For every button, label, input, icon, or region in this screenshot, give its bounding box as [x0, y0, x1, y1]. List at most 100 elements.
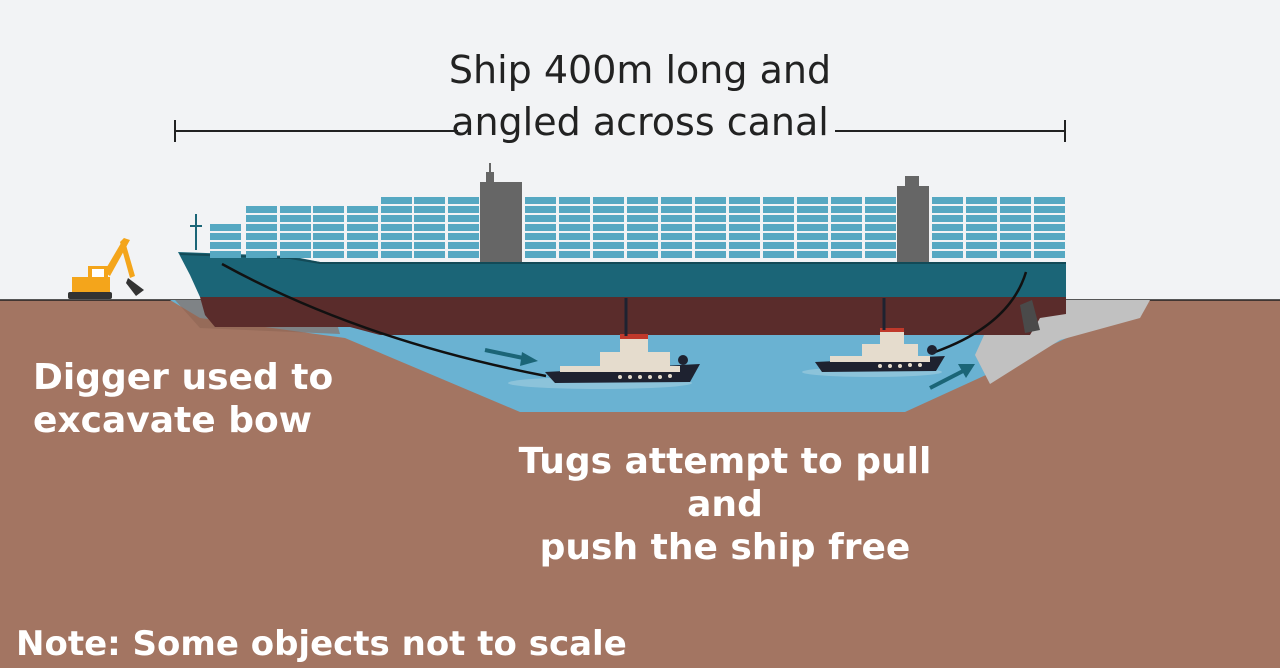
container [729, 197, 760, 204]
container [1034, 233, 1065, 240]
container [559, 215, 590, 222]
title-line-2: angled across canal [451, 100, 829, 144]
container [1034, 215, 1065, 222]
container [661, 242, 692, 249]
container [865, 233, 896, 240]
container [414, 251, 445, 258]
container [966, 224, 997, 231]
container [1034, 206, 1065, 213]
tugs-label: Tugs attempt to pull and push the ship f… [480, 440, 970, 570]
container [831, 197, 862, 204]
container [932, 233, 963, 240]
container [448, 206, 479, 213]
container [695, 224, 726, 231]
container [661, 233, 692, 240]
container [448, 242, 479, 249]
container [1034, 242, 1065, 249]
container [797, 206, 828, 213]
container [246, 224, 277, 231]
container [559, 251, 590, 258]
container [347, 206, 378, 213]
tugs-label-line-2: push the ship free [539, 527, 911, 569]
container [593, 233, 624, 240]
container [313, 251, 344, 258]
container [593, 206, 624, 213]
container [865, 251, 896, 258]
container [1000, 242, 1031, 249]
container [627, 242, 658, 249]
container [661, 251, 692, 258]
container [627, 206, 658, 213]
ground [0, 300, 1280, 668]
container [932, 224, 963, 231]
digger-label-line-2: excavate bow [33, 400, 312, 442]
container [695, 251, 726, 258]
container [865, 224, 896, 231]
container [414, 242, 445, 249]
container [763, 206, 794, 213]
container [865, 242, 896, 249]
container [593, 215, 624, 222]
container [1000, 233, 1031, 240]
container [627, 251, 658, 258]
tow-line-right [934, 271, 1028, 354]
container [695, 233, 726, 240]
container [381, 251, 412, 258]
length-dimension [174, 120, 1066, 142]
bow-mast [190, 214, 202, 250]
container [210, 242, 241, 249]
digger-icon [68, 238, 144, 299]
engine-tower [897, 176, 929, 262]
ship-hull-bottom [200, 297, 1066, 335]
container [966, 206, 997, 213]
tugs-label-line-1: Tugs attempt to pull and [518, 441, 932, 526]
container [381, 215, 412, 222]
container [210, 233, 241, 240]
tug-boat-left [508, 298, 700, 389]
container [797, 233, 828, 240]
container [414, 206, 445, 213]
container [661, 206, 692, 213]
container [729, 224, 760, 231]
container [559, 206, 590, 213]
container [381, 224, 412, 231]
container [525, 242, 556, 249]
container [313, 215, 344, 222]
container [280, 224, 311, 231]
container [525, 251, 556, 258]
bridge-tower [480, 163, 522, 262]
container [627, 224, 658, 231]
container [831, 233, 862, 240]
container [695, 242, 726, 249]
container [695, 197, 726, 204]
container [525, 224, 556, 231]
digger-label: Digger used to excavate bow [33, 356, 333, 442]
container [797, 215, 828, 222]
container [347, 215, 378, 222]
container [1034, 251, 1065, 258]
container [593, 224, 624, 231]
sky [0, 0, 1280, 300]
container [763, 224, 794, 231]
container [932, 251, 963, 258]
container [966, 233, 997, 240]
container [661, 215, 692, 222]
container [448, 224, 479, 231]
arrow-push-icon [929, 364, 975, 390]
container [347, 233, 378, 240]
container [313, 233, 344, 240]
container [246, 206, 277, 213]
container [347, 224, 378, 231]
container-stacks [210, 197, 1065, 258]
container [797, 251, 828, 258]
container [797, 224, 828, 231]
container [381, 206, 412, 213]
container [627, 233, 658, 240]
container [763, 215, 794, 222]
tug-boat-right [802, 298, 945, 377]
container [1034, 197, 1065, 204]
container [831, 251, 862, 258]
arrow-pull-icon [484, 348, 538, 366]
container [627, 215, 658, 222]
